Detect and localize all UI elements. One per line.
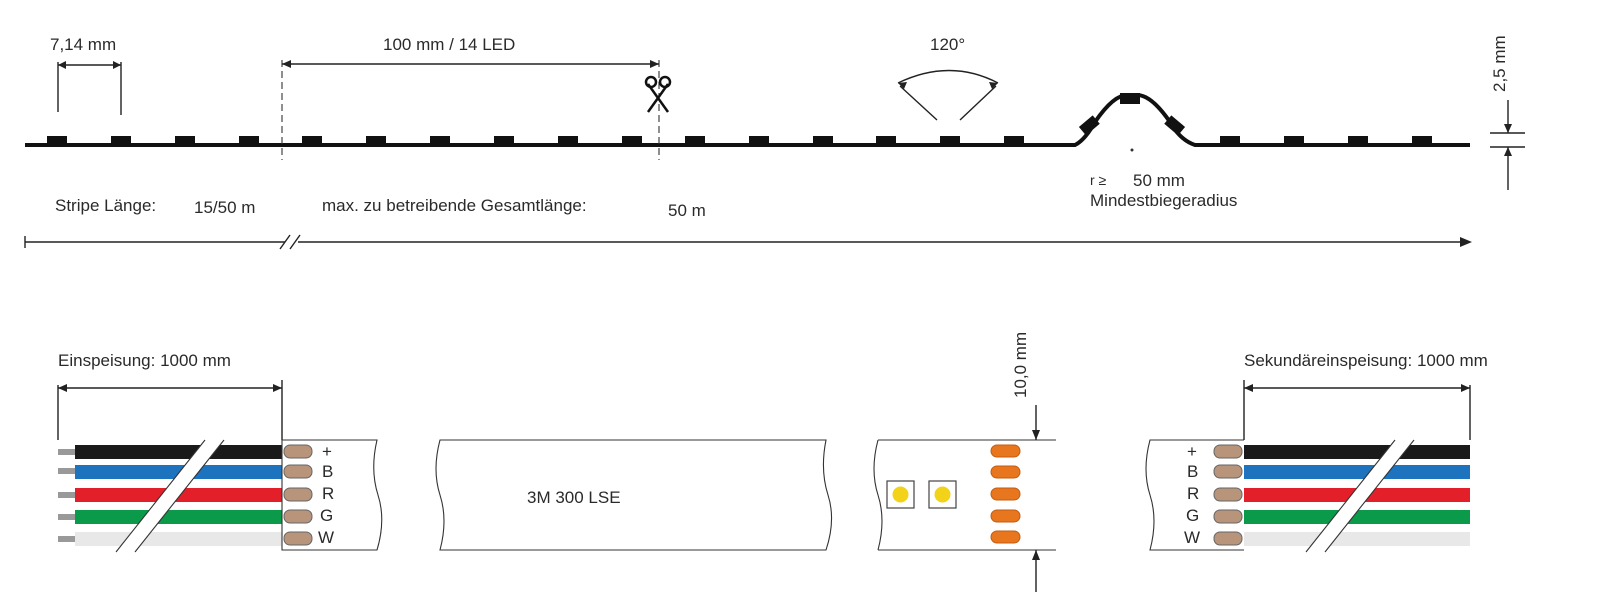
- wire-white: [75, 532, 282, 546]
- pin-w-right: W: [1184, 528, 1200, 547]
- pin-plus-left: +: [322, 442, 332, 461]
- led: [47, 136, 67, 147]
- led: [622, 136, 642, 147]
- top-strip: 7,14 mm 100 mm / 14 LED 120° r ≥ 50 mm M…: [24, 35, 1525, 250]
- led: [1220, 136, 1240, 147]
- strip-section-right: [1145, 439, 1244, 551]
- led-chip: [886, 480, 915, 509]
- secondary-feed-label: Sekundäreinspeisung: 1000 mm: [1244, 351, 1488, 370]
- solder-pads-left: [283, 444, 313, 546]
- led: [1164, 115, 1186, 136]
- scissors-icon: [644, 75, 672, 113]
- led-pitch-label: 7,14 mm: [50, 35, 116, 54]
- wire-blue: [1244, 465, 1470, 479]
- led: [1412, 136, 1432, 147]
- height-label: 2,5 mm: [1490, 35, 1509, 92]
- tape-label: 3M 300 LSE: [527, 488, 621, 507]
- strip-section-tape: [435, 439, 833, 551]
- led: [1004, 136, 1024, 147]
- feed-cable-left: [58, 439, 282, 553]
- led: [366, 136, 386, 147]
- led: [813, 136, 833, 147]
- led: [876, 136, 896, 147]
- radius-label: Mindestbiegeradius: [1090, 191, 1237, 210]
- bottom-strip: Einspeisung: 1000 mm + B R G W 3M 300 LS…: [57, 332, 1488, 592]
- pin-r-right: R: [1187, 484, 1199, 503]
- pin-plus-right: +: [1187, 442, 1197, 461]
- wire-green: [75, 510, 282, 524]
- strip-section-led: [873, 439, 1056, 551]
- solder-pads-right-end: [1213, 444, 1243, 546]
- led: [1348, 136, 1368, 147]
- pin-g-right: G: [1186, 506, 1199, 525]
- led: [940, 136, 960, 147]
- led: [239, 136, 259, 147]
- led: [111, 136, 131, 147]
- pin-w-left: W: [318, 528, 334, 547]
- beam-angle-arc: [897, 69, 999, 84]
- led: [430, 136, 450, 147]
- led-chip: [928, 480, 957, 509]
- wire-black: [1244, 445, 1470, 459]
- solder-pads-right: [990, 444, 1021, 544]
- led: [558, 136, 578, 147]
- led: [175, 136, 195, 147]
- led: [1078, 115, 1100, 136]
- feed-cable-right: [1244, 439, 1470, 553]
- wire-green: [1244, 510, 1470, 524]
- feed-label: Einspeisung: 1000 mm: [58, 351, 231, 370]
- stripe-length-value: 15/50 m: [194, 198, 255, 217]
- width-label: 10,0 mm: [1011, 332, 1030, 398]
- stripe-length-label: Stripe Länge:: [55, 196, 156, 215]
- pin-b-left: B: [322, 462, 333, 481]
- wire-blue: [75, 465, 282, 479]
- wire-black: [75, 445, 282, 459]
- led: [685, 136, 705, 147]
- led: [749, 136, 769, 147]
- pin-g-left: G: [320, 506, 333, 525]
- radius-prefix: r ≥: [1090, 172, 1107, 188]
- pin-b-right: B: [1187, 462, 1198, 481]
- wire-white: [1244, 532, 1470, 546]
- beam-angle-label: 120°: [930, 35, 965, 54]
- led: [302, 136, 322, 147]
- max-length-label: max. zu betreibende Gesamtlänge:: [322, 196, 587, 215]
- pin-r-left: R: [322, 484, 334, 503]
- led: [494, 136, 514, 147]
- led-row: [47, 136, 1432, 147]
- radius-value: 50 mm: [1133, 171, 1185, 190]
- strip-section-left: [281, 439, 383, 551]
- segment-label: 100 mm / 14 LED: [383, 35, 515, 54]
- led: [1284, 136, 1304, 147]
- max-length-value: 50 m: [668, 201, 706, 220]
- led: [1120, 93, 1140, 104]
